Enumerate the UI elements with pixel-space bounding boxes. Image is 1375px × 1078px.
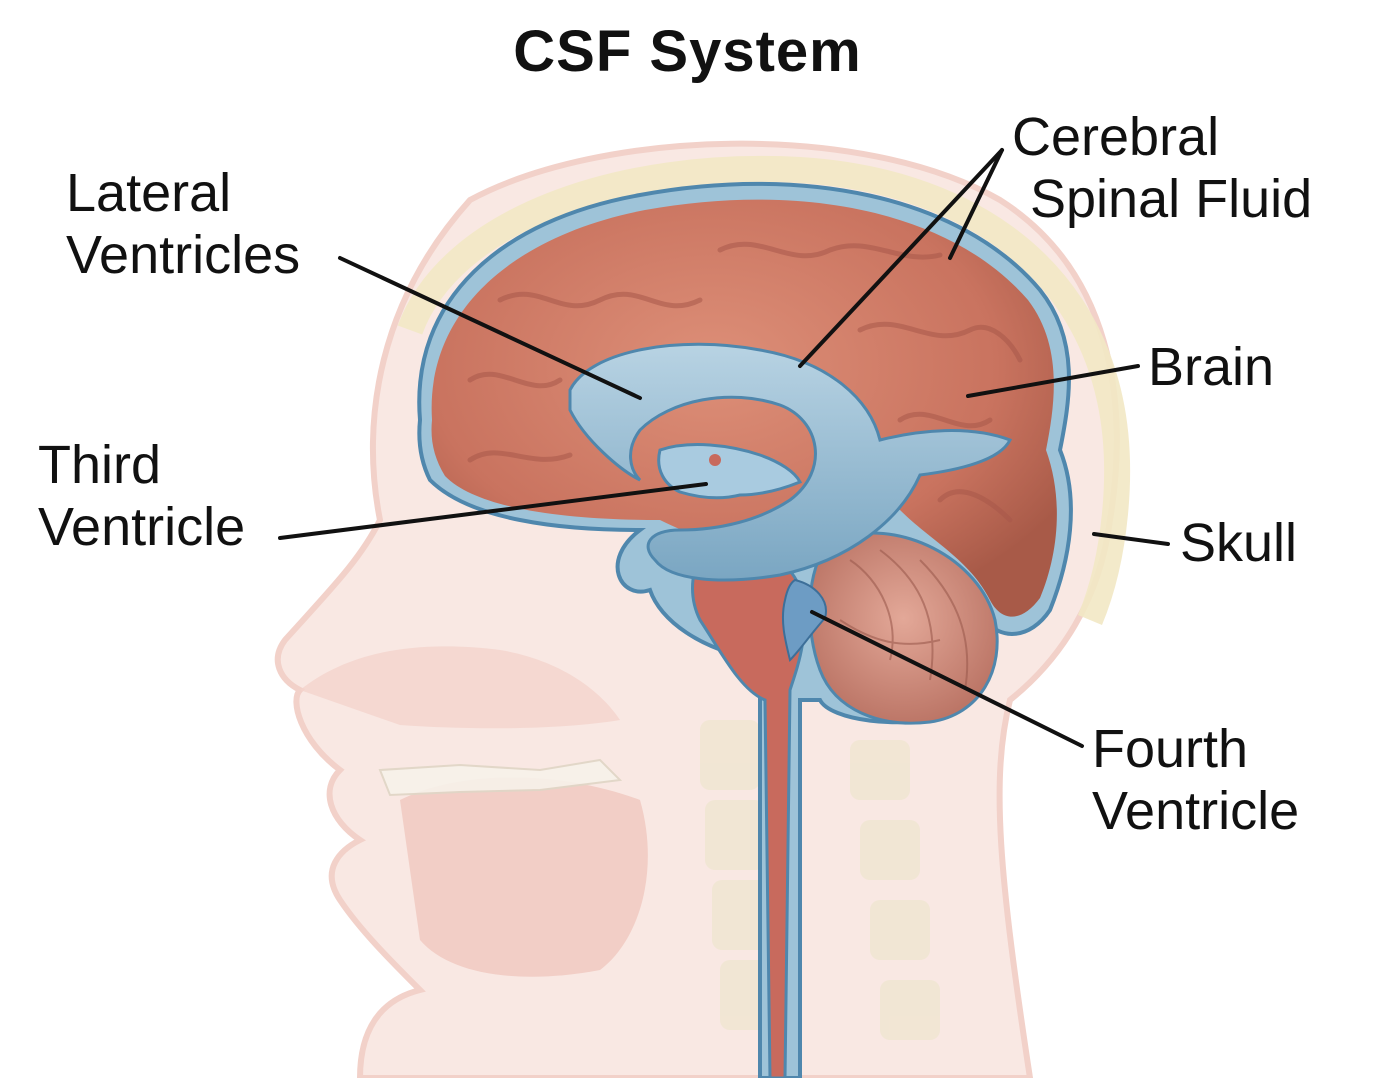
- brain-gyri: [467, 241, 1023, 523]
- label-cerebral-spinal-fluid: Cerebral Spinal Fluid: [1012, 106, 1312, 230]
- label-third-ventricle-line2: Ventricle: [38, 497, 246, 557]
- label-csf-line1: Cerebral: [1012, 107, 1220, 167]
- label-third-ventricle: Third Ventricle: [38, 434, 245, 558]
- label-brain: Brain: [1148, 337, 1275, 397]
- label-fourth-ventricle-line2: Ventricle: [1092, 781, 1300, 841]
- cerebellum: [808, 531, 999, 725]
- lateral-ventricle: [568, 342, 1013, 582]
- cerebellum-folia: [839, 549, 969, 691]
- leader-csf-ventricle: [798, 148, 1004, 368]
- fourth-ventricle: [781, 578, 827, 662]
- leader-skull: [1092, 532, 1170, 546]
- leader-third-ventricle: [278, 482, 708, 540]
- label-lateral-ventricles-line2: Ventricles: [66, 225, 301, 285]
- leader-lines: [278, 148, 1170, 748]
- diagram-title: CSF System: [513, 19, 862, 84]
- upper-teeth: [378, 758, 623, 797]
- label-lateral-ventricles: Lateral Ventricles: [66, 162, 300, 286]
- label-csf-line2: Spinal Fluid: [1030, 169, 1313, 229]
- skull-band: [397, 155, 1131, 625]
- nasal-cavity: [300, 646, 620, 729]
- label-lateral-ventricles-line1: Lateral: [66, 163, 232, 223]
- oral-cavity: [400, 777, 648, 977]
- cervical-vertebrae: [700, 720, 940, 1040]
- label-third-ventricle-line1: Third: [38, 435, 162, 495]
- label-fourth-ventricle-line1: Fourth: [1092, 719, 1249, 779]
- leader-brain: [966, 364, 1140, 398]
- label-fourth-ventricle: Fourth Ventricle: [1092, 718, 1299, 842]
- leader-fourth-ventricle: [810, 610, 1084, 748]
- leader-lateral-ventricles: [338, 256, 642, 400]
- label-skull: Skull: [1180, 513, 1298, 573]
- leader-csf-outer: [948, 148, 1004, 260]
